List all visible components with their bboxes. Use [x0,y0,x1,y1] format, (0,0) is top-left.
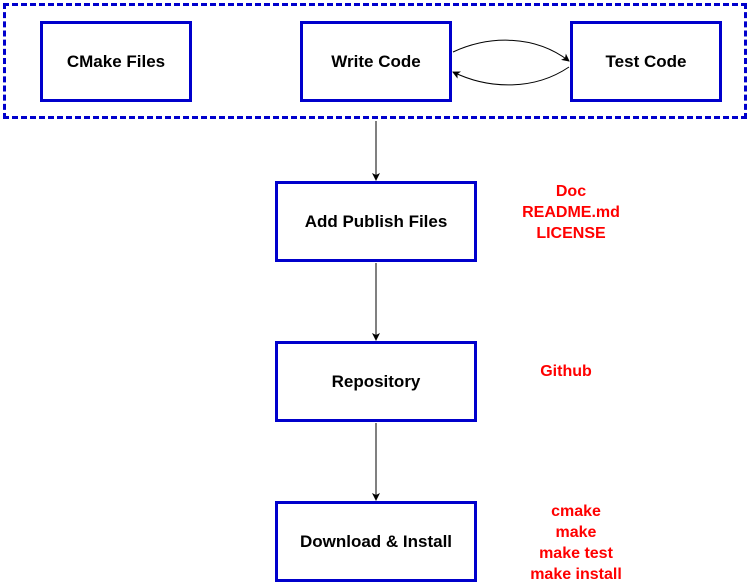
note-repository-line: Github [540,363,592,380]
node-add-publish-files[interactable]: Add Publish Files [275,181,477,262]
note-install-line: make install [530,566,622,583]
note-install: cmake make make test make install [500,501,652,585]
note-install-line: cmake [551,503,601,520]
note-publish-line: README.md [522,204,620,221]
node-write-code[interactable]: Write Code [300,21,452,102]
node-test-code-label: Test Code [605,51,687,71]
node-repository-label: Repository [331,371,421,391]
note-publish-line: LICENSE [536,225,606,242]
note-install-line: make test [539,545,613,562]
edge-test-to-write [452,66,570,86]
note-repository: Github [500,361,632,382]
edge-write-to-test [452,39,570,62]
node-add-publish-files-label: Add Publish Files [304,211,448,231]
note-publish-files: Doc README.md LICENSE [500,181,642,244]
dev-stage-group [3,3,747,119]
note-install-line: make [555,524,597,541]
node-write-code-label: Write Code [331,51,421,71]
node-cmake-files[interactable]: CMake Files [40,21,192,102]
node-test-code[interactable]: Test Code [570,21,722,102]
node-repository[interactable]: Repository [275,341,477,422]
node-download-install-label: Download & Install [299,531,453,551]
node-cmake-files-label: CMake Files [66,51,166,71]
node-download-install[interactable]: Download & Install [275,501,477,582]
note-publish-line: Doc [555,183,587,200]
